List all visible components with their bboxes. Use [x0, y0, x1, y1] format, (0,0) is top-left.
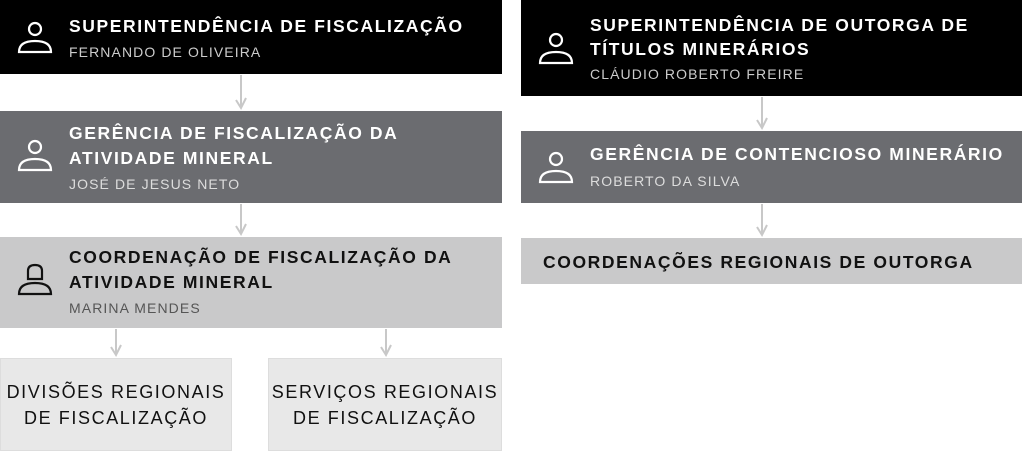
node-gerencia-fiscalizacao: GERÊNCIA DE FISCALIZAÇÃO DA ATIVIDADE MI…: [0, 111, 502, 203]
node-title: GERÊNCIA DE CONTENCIOSO MINERÁRIO: [590, 144, 1004, 164]
node-title-line2: TÍTULOS MINERÁRIOS: [590, 39, 811, 59]
person-icon: [17, 19, 53, 55]
connector-arrow: [235, 204, 247, 237]
node-person-name: ROBERTO DA SILVA: [590, 173, 741, 189]
node-superintendencia-outorga: SUPERINTENDÊNCIA DE OUTORGA DE TÍTULOS M…: [521, 0, 1022, 96]
node-superintendencia-fiscalizacao: SUPERINTENDÊNCIA DE FISCALIZAÇÃO FERNAND…: [0, 0, 502, 74]
connector-arrow: [756, 97, 768, 131]
node-title-line2: ATIVIDADE MINERAL: [69, 148, 274, 168]
node-title: SUPERINTENDÊNCIA DE FISCALIZAÇÃO: [69, 16, 464, 36]
person-icon: [538, 149, 574, 185]
node-title-line1: SERVIÇOS REGIONAIS: [271, 382, 499, 402]
node-title-line1: GERÊNCIA DE FISCALIZAÇÃO DA: [69, 123, 399, 143]
node-title-line2: DE FISCALIZAÇÃO: [23, 408, 209, 428]
node-coordenacoes-regionais-outorga: COORDENAÇÕES REGIONAIS DE OUTORGA: [521, 238, 1022, 284]
node-gerencia-contencioso: GERÊNCIA DE CONTENCIOSO MINERÁRIO ROBERT…: [521, 131, 1022, 203]
node-person-name: JOSÉ DE JESUS NETO: [69, 176, 241, 192]
connector-arrow: [235, 75, 247, 111]
node-title-line1: SUPERINTENDÊNCIA DE OUTORGA DE: [590, 15, 969, 35]
node-divisoes-regionais: DIVISÕES REGIONAIS DE FISCALIZAÇÃO: [0, 358, 232, 451]
node-title-line1: DIVISÕES REGIONAIS: [6, 382, 226, 402]
connector-arrow: [110, 329, 122, 358]
person-icon: [17, 137, 53, 173]
node-servicos-regionais: SERVIÇOS REGIONAIS DE FISCALIZAÇÃO: [268, 358, 502, 451]
node-coordenacao-fiscalizacao: COORDENAÇÃO DE FISCALIZAÇÃO DA ATIVIDADE…: [0, 237, 502, 328]
person-icon: [17, 261, 53, 297]
node-person-name: CLÁUDIO ROBERTO FREIRE: [590, 66, 805, 82]
node-title-line2: ATIVIDADE MINERAL: [69, 272, 274, 292]
node-person-name: MARINA MENDES: [69, 300, 201, 316]
connector-arrow: [380, 329, 392, 358]
node-title-line2: DE FISCALIZAÇÃO: [292, 408, 478, 428]
node-title-line1: COORDENAÇÃO DE FISCALIZAÇÃO DA: [69, 247, 453, 267]
person-icon: [538, 30, 574, 66]
connector-arrow: [756, 204, 768, 238]
node-title: COORDENAÇÕES REGIONAIS DE OUTORGA: [543, 252, 974, 272]
node-person-name: FERNANDO DE OLIVEIRA: [69, 44, 262, 60]
